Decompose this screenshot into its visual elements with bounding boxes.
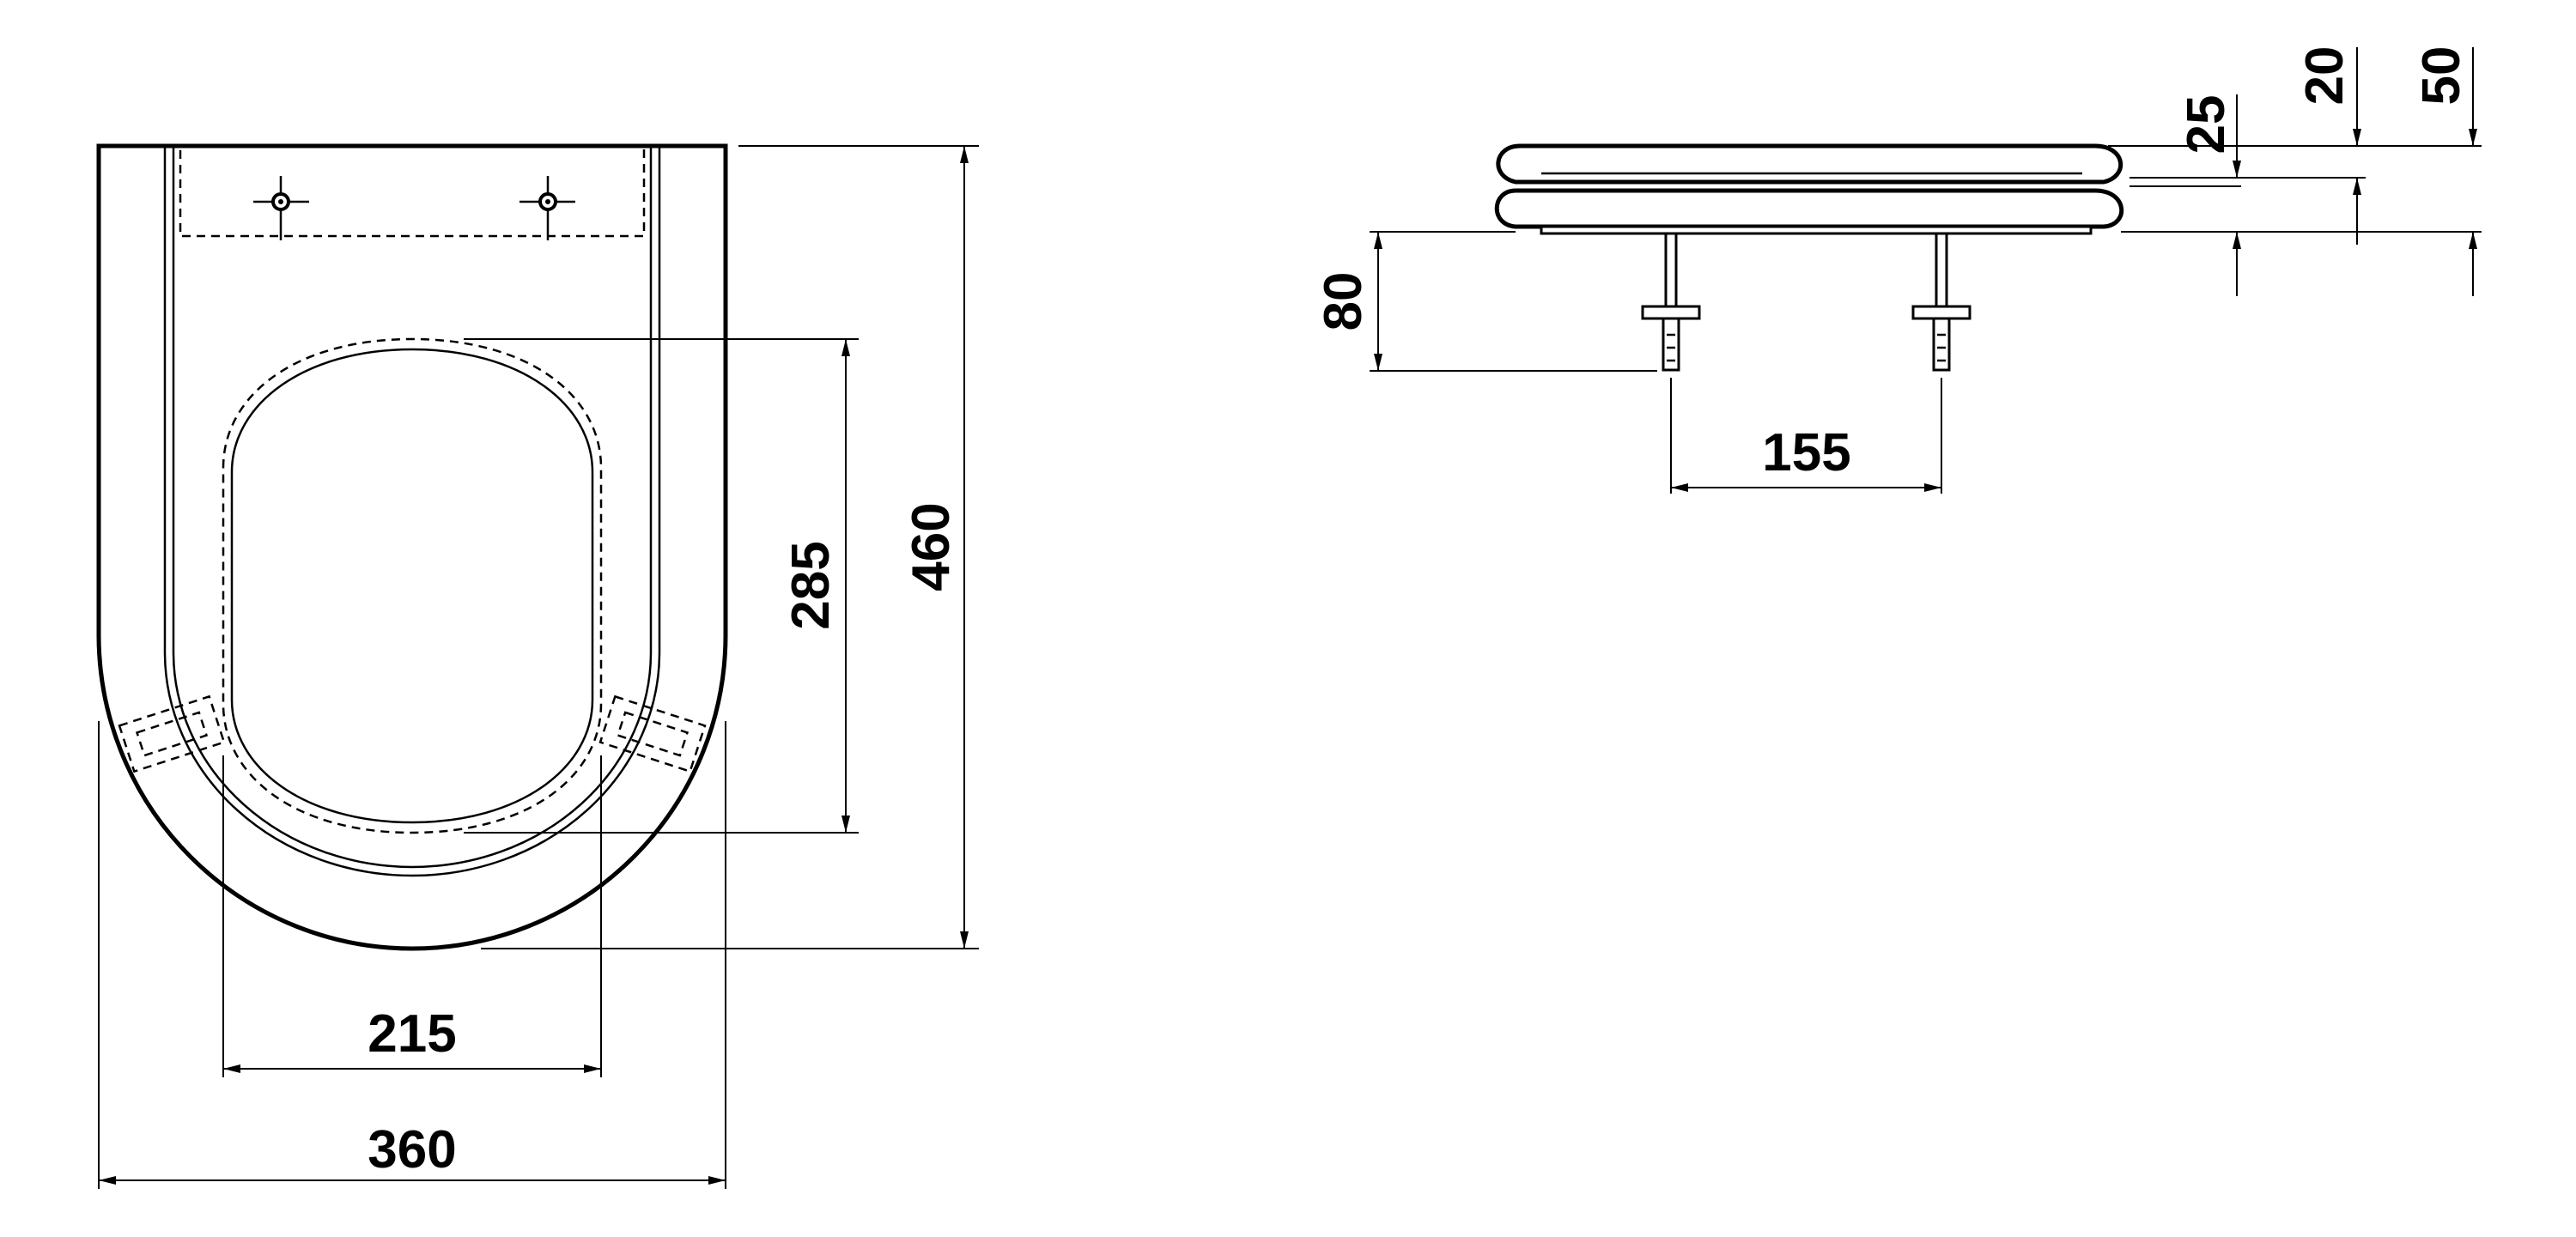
plan-view: 360 215 460 285 — [96, 143, 979, 1189]
dim-label-seat-length: 460 — [902, 502, 961, 591]
seat-opening-outline — [222, 337, 603, 834]
seat-opening-outline-inner — [230, 348, 594, 824]
dim-label-lid-thickness: 25 — [2177, 95, 2236, 155]
dim-label-opening-width: 215 — [368, 1004, 456, 1064]
bolt-marker-right — [519, 176, 575, 240]
hinge-bolt-right — [1911, 232, 1971, 372]
dim-label-bolt-length: 80 — [1314, 272, 1373, 331]
dim-label-seat-width: 360 — [368, 1120, 456, 1179]
seat-ring-profile — [1494, 188, 2124, 229]
dim-label-total-height: 50 — [2412, 46, 2471, 106]
dim-label-seat-thickness: 20 — [2295, 46, 2354, 106]
bolt-marker-left — [253, 176, 309, 240]
seat-outer-outline — [96, 143, 728, 951]
side-view: 155 80 25 20 50 — [1314, 46, 2482, 494]
seat-inner-rim-2 — [172, 146, 653, 869]
dim-label-opening-length: 285 — [781, 541, 841, 629]
hinge-bolt-left — [1641, 232, 1701, 372]
seat-base-strip — [1540, 225, 2093, 235]
dim-label-bolt-spacing: 155 — [1762, 423, 1850, 482]
lid-profile — [1496, 143, 2123, 185]
hinge-plate-outline — [179, 144, 646, 238]
seat-inner-rim — [163, 146, 661, 877]
